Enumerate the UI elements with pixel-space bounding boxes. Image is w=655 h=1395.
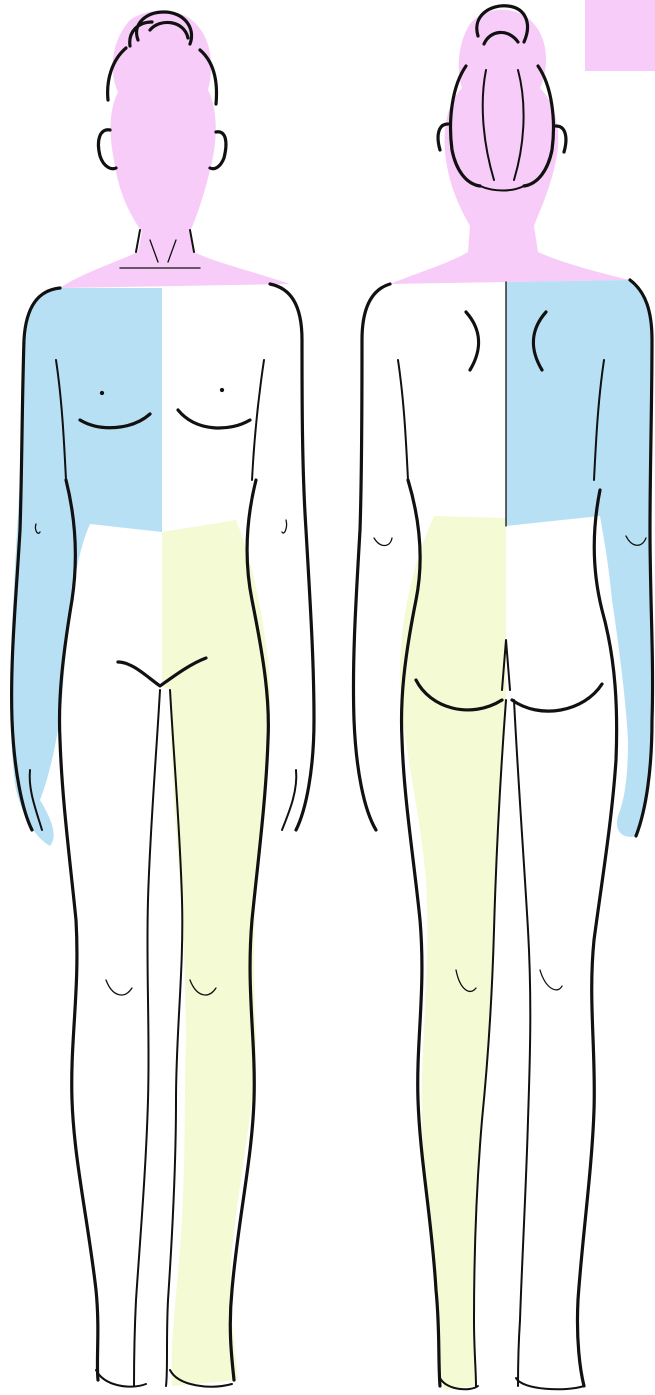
front-lower-left-quadrant <box>162 520 270 1386</box>
back-figure <box>353 6 652 1390</box>
front-head-neck-region <box>60 11 290 288</box>
back-lower-left-quadrant <box>400 516 506 1390</box>
back-upper-left-quadrant <box>506 280 653 837</box>
front-figure <box>11 11 315 1387</box>
front-upper-right-quadrant <box>11 288 163 846</box>
legend-swatch-head-neck <box>585 0 655 71</box>
